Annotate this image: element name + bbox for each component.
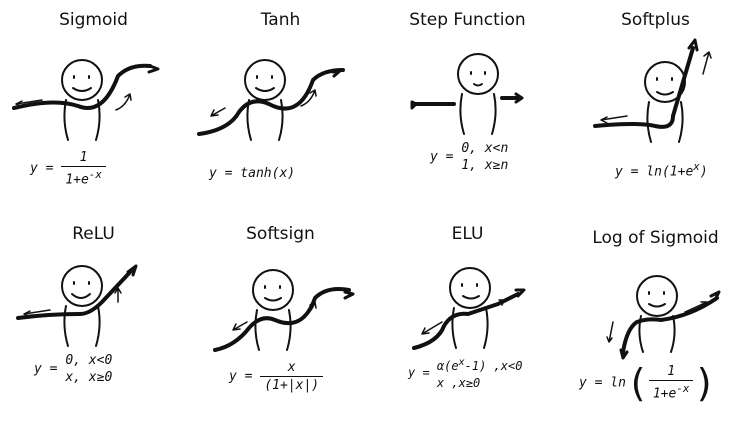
stick-figure-icon xyxy=(412,267,526,350)
arrow-icon xyxy=(15,99,43,108)
panel-title: ELU xyxy=(451,224,484,244)
panel-title: Softplus xyxy=(621,10,690,30)
arrow-icon xyxy=(210,107,226,117)
arrow-icon xyxy=(606,321,614,343)
formula-tanh: y = tanh(x) xyxy=(209,166,296,181)
panel-title: Step Function xyxy=(409,10,526,30)
stick-figure-icon xyxy=(593,38,712,143)
stick-figure-icon xyxy=(12,59,160,141)
panel-softplus: Softplus y = ln(1+ex) xyxy=(561,0,750,210)
panel-tanh: Tanh y = tanh(x) xyxy=(187,0,374,210)
stick-figure-icon xyxy=(410,53,524,135)
formula-softplus: y = ln(1+ex) xyxy=(615,160,708,180)
stick-figure-icon xyxy=(606,275,721,360)
panel-title: Tanh xyxy=(260,10,301,30)
panel-softsign: Softsign y = x(1+|x|) xyxy=(187,210,374,421)
stick-figure-icon xyxy=(16,264,138,347)
arrow-icon xyxy=(600,115,628,124)
arrow-icon xyxy=(421,321,443,335)
stick-figure-icon xyxy=(197,59,345,141)
arrow-icon xyxy=(232,321,248,331)
panel-title: Log of Sigmoid xyxy=(592,228,719,248)
stick-figure-icon xyxy=(213,269,355,352)
formula-softsign: y = x(1+|x|) xyxy=(229,360,324,393)
arrow-icon xyxy=(23,309,51,318)
panel-title: ReLU xyxy=(72,224,115,244)
panel-title: Softsign xyxy=(246,224,315,244)
panel-title: Sigmoid xyxy=(59,10,128,30)
